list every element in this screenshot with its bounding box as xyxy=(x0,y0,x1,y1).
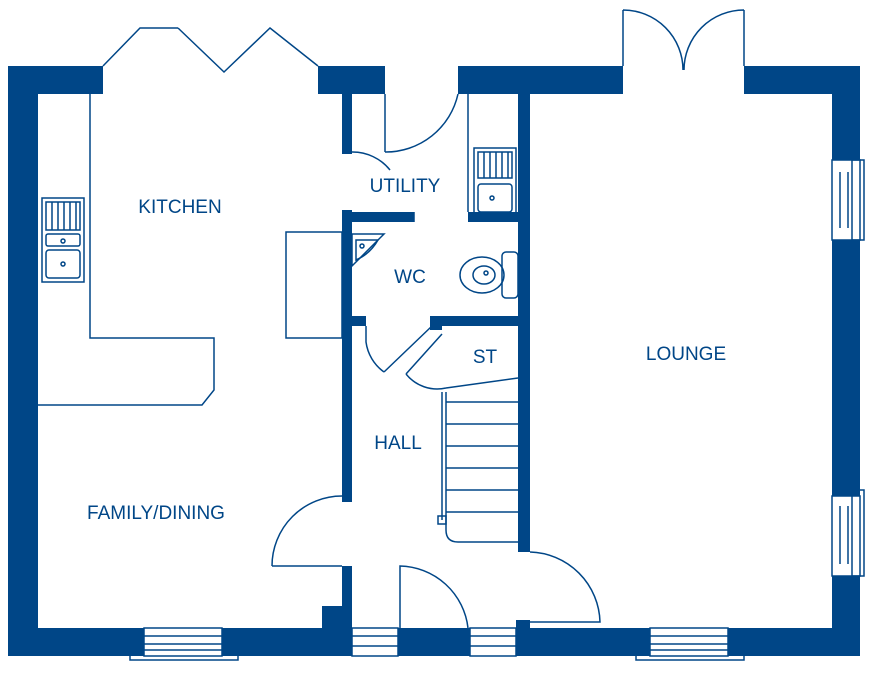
bifold-door-left xyxy=(102,27,178,67)
outer-walls xyxy=(8,66,860,656)
toilet-icon xyxy=(459,251,519,299)
room-label-st: ST xyxy=(473,347,498,368)
room-label-wc: WC xyxy=(394,267,426,288)
window-lounge-side-bottom xyxy=(831,489,865,577)
store-door xyxy=(405,333,447,390)
fittings xyxy=(38,9,865,661)
bifold-door-right xyxy=(177,27,319,74)
basin-icon xyxy=(351,233,386,268)
sink-icon xyxy=(473,147,517,217)
kitchen-counter xyxy=(38,94,215,406)
window-front xyxy=(469,627,517,657)
window-hall xyxy=(351,627,399,657)
lounge-door xyxy=(529,551,601,623)
front-door xyxy=(399,565,469,629)
room-label-kitchen: KITCHEN xyxy=(138,197,221,218)
room-label-family-dining: FAMILY/DINING xyxy=(87,503,225,524)
stairs-icon xyxy=(437,392,518,543)
utility-internal-door xyxy=(351,151,391,171)
sink-icon xyxy=(41,197,85,283)
kitchen-island-counter xyxy=(285,231,343,339)
utility-door xyxy=(384,93,459,153)
french-door-right xyxy=(683,9,745,71)
window-lounge-side-top xyxy=(831,159,865,241)
room-label-utility: UTILITY xyxy=(370,176,441,197)
french-door-left xyxy=(622,9,684,71)
room-label-hall: HALL xyxy=(374,433,422,454)
window-family xyxy=(129,627,239,661)
room-labels: KITCHEN UTILITY WC ST LOUNGE HALL FAMILY… xyxy=(87,176,726,524)
window-lounge-front xyxy=(635,627,745,661)
room-label-lounge: LOUNGE xyxy=(646,344,726,365)
wc-door xyxy=(365,325,433,373)
family-dining-door xyxy=(271,495,343,567)
internal-walls xyxy=(342,94,530,628)
